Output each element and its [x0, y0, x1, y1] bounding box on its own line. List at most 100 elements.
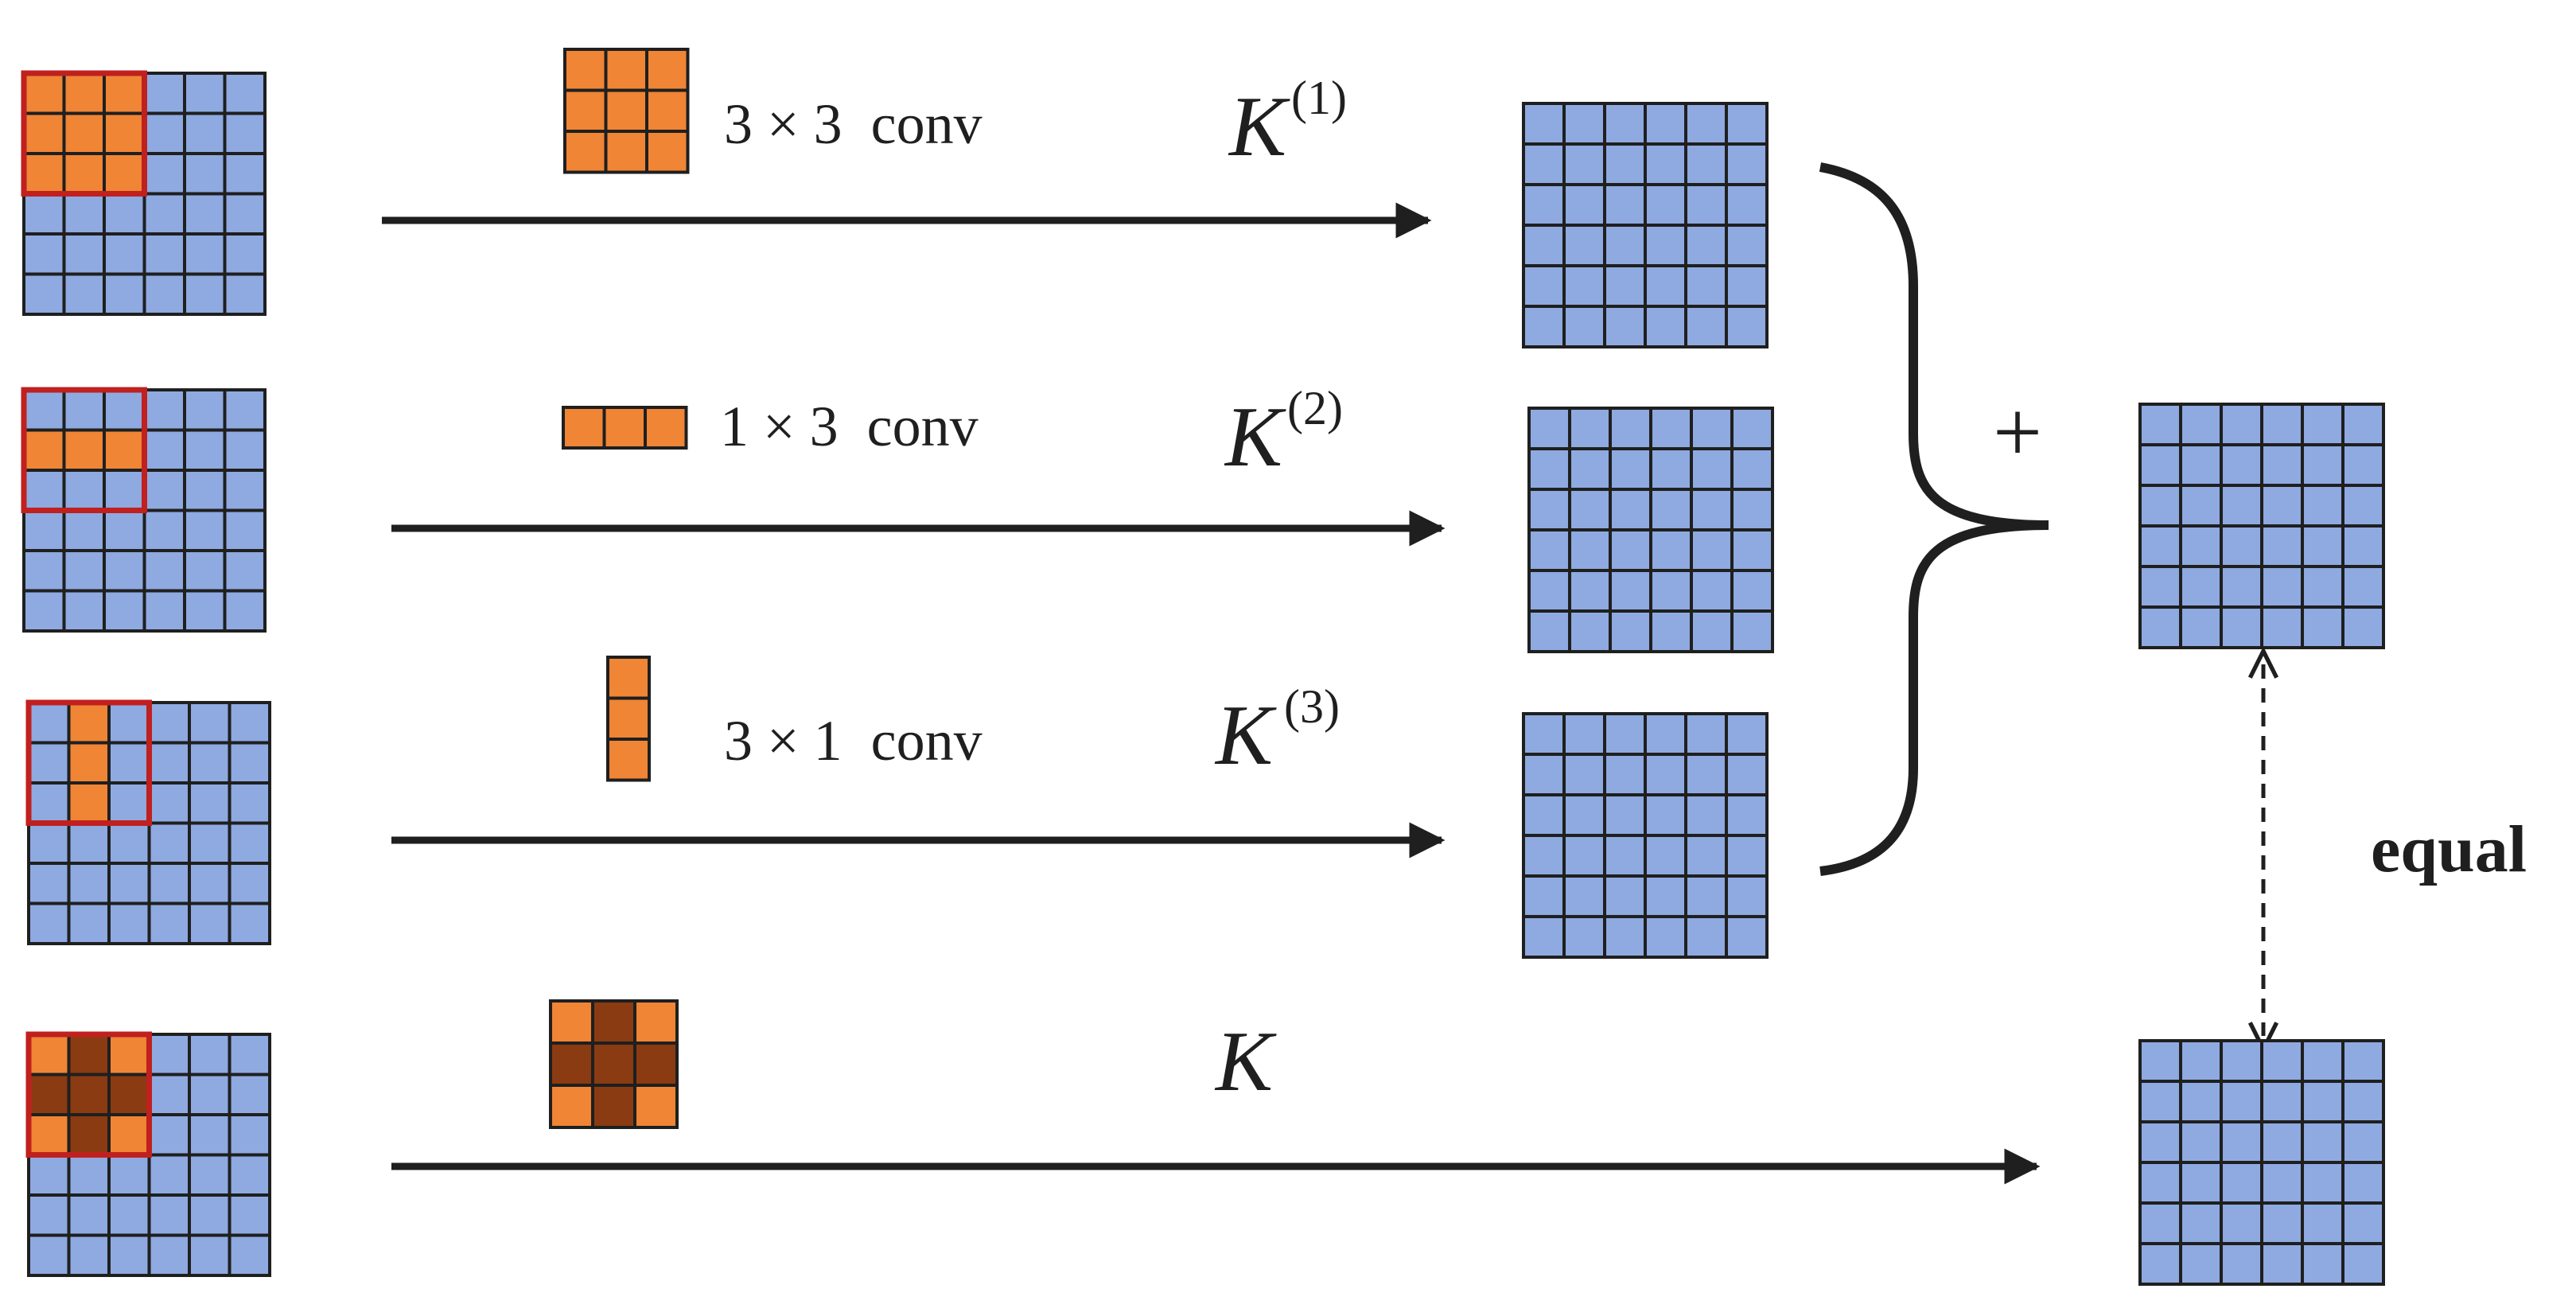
output-grid-1-cell — [1644, 102, 1687, 146]
kernel-fused-cell — [549, 1084, 594, 1129]
input-cell — [62, 272, 106, 316]
input-cell — [188, 701, 232, 745]
output-grid-2-cell — [1649, 528, 1693, 572]
fused-output-grid-cell — [2220, 1080, 2263, 1123]
input-cell — [142, 152, 186, 196]
fused-output-grid-cell — [2220, 1201, 2263, 1245]
output-grid-3-cell — [1522, 874, 1566, 918]
sum-output-grid-cell — [2260, 605, 2304, 649]
output-grid-1-cell — [1725, 142, 1769, 186]
input-cell — [62, 111, 106, 155]
input-cell — [147, 901, 191, 945]
input-cell — [27, 1113, 71, 1157]
kernel-fused-cell — [633, 1084, 679, 1129]
kernel-3x3-cell — [604, 48, 648, 92]
sum-output-grid-cell — [2220, 565, 2263, 609]
fused-output-grid-cell — [2341, 1039, 2385, 1083]
output-grid-2-cell — [1568, 488, 1612, 531]
output-grid-2-cell — [1568, 407, 1612, 450]
output-grid-3-cell — [1522, 793, 1566, 837]
sum-output-grid-cell — [2301, 565, 2344, 609]
output-grid-2-cell — [1568, 609, 1612, 653]
output-grid-1-cell — [1522, 305, 1566, 348]
output-grid-3-cell — [1603, 834, 1647, 878]
sum-output-grid-cell — [2220, 443, 2263, 487]
sum-output-grid-cell — [2301, 605, 2344, 649]
input-cell — [22, 111, 66, 155]
input-cell — [147, 701, 191, 745]
input-cell — [147, 862, 191, 905]
input-cell — [27, 821, 71, 865]
input-cell — [147, 1193, 191, 1237]
sum-output-grid-cell — [2138, 605, 2182, 649]
output-grid-2-cell — [1527, 447, 1571, 491]
kernel-3x3-cell — [563, 130, 608, 174]
kernel-symbol-1: K(1) — [1228, 72, 1347, 174]
input-cell — [147, 1153, 191, 1197]
input-cell — [188, 821, 232, 865]
output-grid-2-cell — [1730, 528, 1774, 572]
input-cell — [223, 549, 267, 593]
fused-output-grid-cell — [2341, 1201, 2385, 1245]
input-cell — [188, 1113, 232, 1157]
output-grid-2-cell — [1527, 488, 1571, 531]
output-grid-2-cell — [1609, 569, 1652, 613]
input-cell — [27, 862, 71, 905]
equal-label: equal — [2371, 812, 2527, 886]
input-cell — [67, 1153, 111, 1197]
input-cell — [183, 111, 227, 155]
kernel-3x3-cell — [604, 130, 648, 174]
fused-output-grid-cell — [2341, 1161, 2385, 1205]
kernel-3x1-cell — [606, 696, 651, 741]
fused-output-grid-cell — [2220, 1161, 2263, 1205]
input-cell — [62, 428, 106, 472]
input-cell — [183, 152, 227, 196]
input-cell — [188, 901, 232, 945]
op-label-row-3: 3 × 1 conv — [724, 709, 983, 773]
output-grid-3-cell — [1644, 793, 1687, 837]
input-cell — [67, 1113, 111, 1157]
kernel-letter-3: K — [1214, 688, 1277, 783]
input-cell — [147, 781, 191, 825]
sum-output-grid-cell — [2301, 403, 2344, 446]
sum-output-grid-cell — [2220, 605, 2263, 649]
output-grid-1-cell — [1725, 224, 1769, 267]
sum-output-grid-cell — [2341, 403, 2385, 446]
input-cell — [103, 469, 146, 512]
input-cell — [142, 111, 186, 155]
output-grid-3-cell — [1562, 834, 1606, 878]
fused-output-grid-cell — [2301, 1080, 2344, 1123]
sum-output-grid-cell — [2301, 484, 2344, 528]
input-cell — [67, 701, 111, 745]
sum-output-grid-cell — [2341, 605, 2385, 649]
output-grid-3-cell — [1684, 915, 1728, 959]
input-cell — [183, 508, 227, 552]
kernel-1x3-cell — [562, 406, 606, 450]
input-cell — [183, 72, 227, 115]
output-grid-3-cell — [1562, 712, 1606, 756]
input-cell — [188, 1033, 232, 1077]
output-grid-2-cell — [1609, 528, 1652, 572]
output-grid-1-cell — [1562, 142, 1606, 186]
fused-output-grid-cell — [2301, 1201, 2344, 1245]
input-cell — [142, 549, 186, 593]
fused-output-grid-cell — [2260, 1080, 2304, 1123]
sliding-window-2 — [21, 387, 147, 513]
input-cell — [103, 549, 146, 593]
sum-output-grid-cell — [2341, 565, 2385, 609]
output-grid-2-cell — [1568, 569, 1612, 613]
input-cell — [62, 589, 106, 633]
input-cell — [107, 741, 151, 785]
sum-output-grid-cell — [2179, 484, 2223, 528]
input-cell — [27, 1193, 71, 1237]
input-cell — [228, 901, 271, 945]
output-grid-2-cell — [1730, 609, 1774, 653]
input-cell — [22, 469, 66, 512]
fused-output-grid-cell — [2179, 1080, 2223, 1123]
input-cell — [188, 1153, 232, 1197]
input-cell — [62, 549, 106, 593]
input-cell — [228, 741, 271, 785]
fused-output-grid-cell — [2138, 1039, 2182, 1083]
sliding-window-4 — [25, 1031, 152, 1158]
